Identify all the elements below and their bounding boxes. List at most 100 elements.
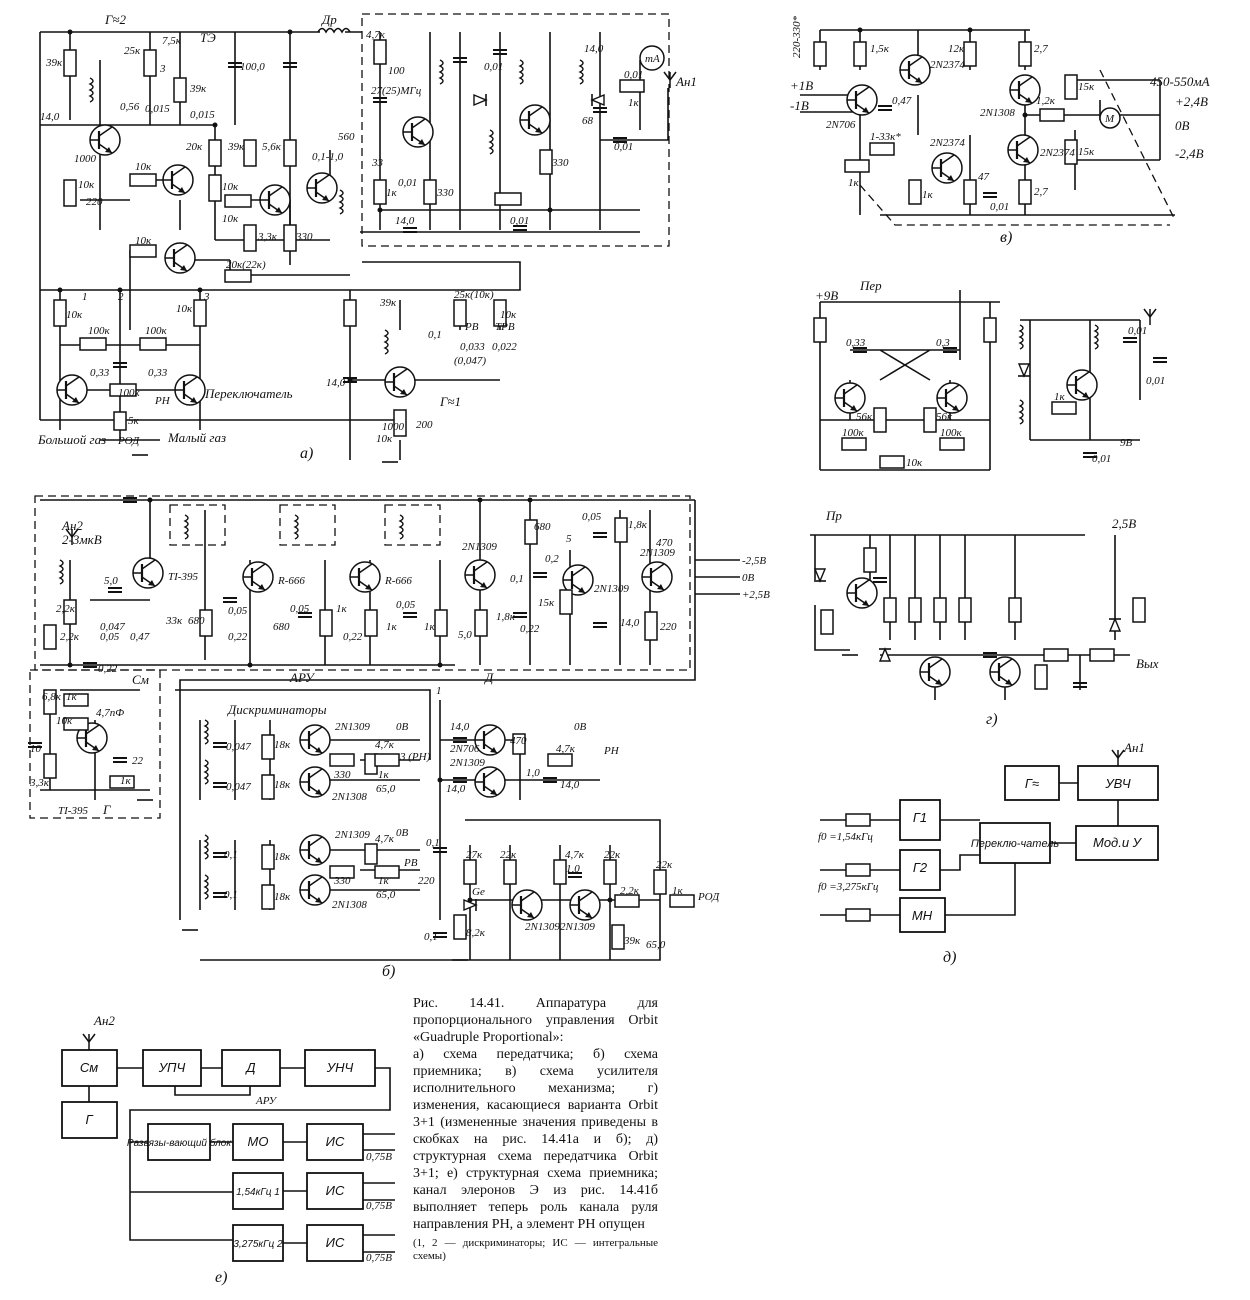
rx-value-1k-g: 1к xyxy=(378,875,390,887)
panel-v-label: в) xyxy=(1000,229,1012,246)
transistor-2n1309-d: 2N1309 xyxy=(335,721,370,733)
rx-value-4-7pf: 4,7пФ xyxy=(96,707,124,719)
rx-block-v2: 0,75В xyxy=(366,1200,392,1212)
value-0-022: 0,022 xyxy=(492,341,517,353)
rf-module-boundary xyxy=(361,13,670,247)
tx-block-f2: f0 =3,275кГц xyxy=(818,881,879,893)
servo-value-15k-b: 15к xyxy=(1078,146,1095,158)
rx-value-5-0-b: 5,0 xyxy=(458,629,472,641)
servo-transistor-2n706: 2N706 xyxy=(826,119,856,131)
antenna-label-1: Ан1 xyxy=(675,74,697,89)
transistor-2n1309: 2N1309 xyxy=(462,541,497,553)
ground-symbol-2: Г≈1 xyxy=(439,394,461,409)
block-af-amp xyxy=(304,1049,376,1087)
rx-value-2-2k: 2,2к xyxy=(56,603,76,615)
servo-value-0-01: 0,01 xyxy=(990,201,1009,213)
block-mo xyxy=(232,1123,284,1161)
value-10k-f: 10к xyxy=(66,309,83,321)
rx-value-10k: 10к xyxy=(56,715,73,727)
orbit31-pr-label: Пр xyxy=(825,508,842,523)
receiver-block-diagram: Ан2 См Г УПЧ Д УНЧ АРУ Развязы-вающий бл… xyxy=(61,1013,395,1286)
rx-value-22k: 22к xyxy=(500,849,517,861)
tx-block-osc-label: Г≈ xyxy=(1025,776,1039,791)
rx-block-is-label-1: ИС xyxy=(326,1134,345,1149)
if-module-boundary xyxy=(34,495,691,671)
value-39k-c: 39к xyxy=(227,141,245,153)
rx-value-470: 470 xyxy=(656,537,673,549)
rx-block-v3: 0,75В xyxy=(366,1252,392,1264)
rx-value-0-1-b: 0,1 xyxy=(224,849,238,861)
rx-value-0-47: 0,47 xyxy=(130,631,150,643)
panel-a-label: а) xyxy=(300,445,313,462)
value-10k-h: 10к xyxy=(500,309,517,321)
servo-value-1-5k: 1,5к xyxy=(870,43,890,55)
value-330: 330 xyxy=(295,231,313,243)
value-68: 68 xyxy=(582,115,594,127)
value-14-0: 14,0 xyxy=(40,111,60,123)
rx-output-rod: РОД xyxy=(697,891,720,903)
rx-value-6-8k: 6,8к xyxy=(42,691,62,703)
tx-block-g1-label: Г1 xyxy=(913,810,927,825)
oscillator-label: Г xyxy=(102,802,111,817)
orbit31-supply: +9В xyxy=(815,288,838,303)
rx-value-14-0-d: 14,0 xyxy=(446,783,466,795)
discriminators-label: Дискриминаторы xyxy=(226,702,327,717)
value-0-33-b: 0,33 xyxy=(148,367,168,379)
transmitter-schematic: Г≈2 Др Ан1 mA ТЭ 39к 25к 7,5к 39к 100,0 … xyxy=(37,12,697,463)
value-20k-22k: 20к(22к) xyxy=(226,259,266,271)
rx-block-af-label: УНЧ xyxy=(326,1060,354,1075)
channel-1: 1 xyxy=(82,291,88,303)
rx-value-0-1-e: 0,1 xyxy=(424,931,438,943)
value-200: 200 xyxy=(416,419,433,431)
value-0-033: 0,033 xyxy=(460,341,485,353)
rx-value-1k-f: 1к xyxy=(378,769,390,781)
switch-label: Переключатель xyxy=(204,386,293,401)
servo-input-plus: +1В xyxy=(790,78,813,93)
agc-label: АРУ xyxy=(289,670,316,685)
rx-value-0-05-d: 0,05 xyxy=(396,599,416,611)
rx-value-0-05: 0,05 xyxy=(100,631,120,643)
rx-value-0-1-c: 0,1 xyxy=(224,889,238,901)
rx-value-330-b: 330 xyxy=(333,875,351,887)
value-4-7k: 4,7к xyxy=(366,29,386,41)
value-25k-10k: 25к(10к) xyxy=(454,289,494,301)
value-100: 100 xyxy=(388,65,405,77)
block-modulator xyxy=(1075,825,1159,861)
rx-output-3-rn: 3 (РН) xyxy=(399,751,431,763)
rx-value-1k-e: 1к xyxy=(120,775,132,787)
rx-value-1k-h: 1к xyxy=(672,885,684,897)
value-0-047: (0,047) xyxy=(454,355,486,367)
orbit31-value-56k: 56к xyxy=(856,411,873,423)
rx-value-65-0: 65,0 xyxy=(376,783,396,795)
orbit31-value-100k: 100к xyxy=(842,427,865,439)
rx-value-0-047-b: 0,047 xyxy=(226,741,251,753)
value-25k: 25к xyxy=(124,45,141,57)
motor-symbol: M xyxy=(1104,113,1115,125)
panel-b-label: б) xyxy=(382,963,395,980)
value-0-01-d: 0,01 xyxy=(624,69,643,81)
value-10k-d: 10к xyxy=(222,213,239,225)
pot-rn: РН xyxy=(154,395,171,407)
value-0-01: 0,01 xyxy=(398,177,417,189)
transistor-ti395-b: TI-395 xyxy=(58,805,88,817)
orbit31-value-100k-b: 100к xyxy=(940,427,963,439)
rx-block-lo-label: Г xyxy=(85,1112,93,1127)
rx-value-330: 330 xyxy=(333,769,351,781)
rx-block-antenna: Ан2 xyxy=(93,1013,115,1028)
rx-value-18k-d: 18к xyxy=(274,891,291,903)
panel-e-label: е) xyxy=(215,1269,227,1286)
tx-block-rf-label: УВЧ xyxy=(1104,776,1131,791)
rx-value-4-7k-b: 4,7к xyxy=(556,743,576,755)
rx-value-14-0-c: 14,0 xyxy=(560,779,580,791)
tx-block-g2-label: Г2 xyxy=(913,860,928,875)
value-0-01-c: 0,01 xyxy=(510,215,529,227)
value-560: 560 xyxy=(338,131,355,143)
value-100k: 100к xyxy=(88,325,111,337)
channel-3: 3 xyxy=(203,291,210,303)
transistor-2n1309-b: 2N1309 xyxy=(594,583,629,595)
figure-caption: Рис. 14.41. Аппаратура для пропорциональ… xyxy=(413,995,658,1263)
rx-block-v1: 0,75В xyxy=(366,1151,392,1163)
value-14-0-c: 14,0 xyxy=(584,43,604,55)
orbit31-changes-schematic: +9В Пер 0,33 0,3 56к 56к 100к 100к 10к 1… xyxy=(810,278,1168,728)
rx-value-0-05-c: 0,05 xyxy=(290,603,310,615)
